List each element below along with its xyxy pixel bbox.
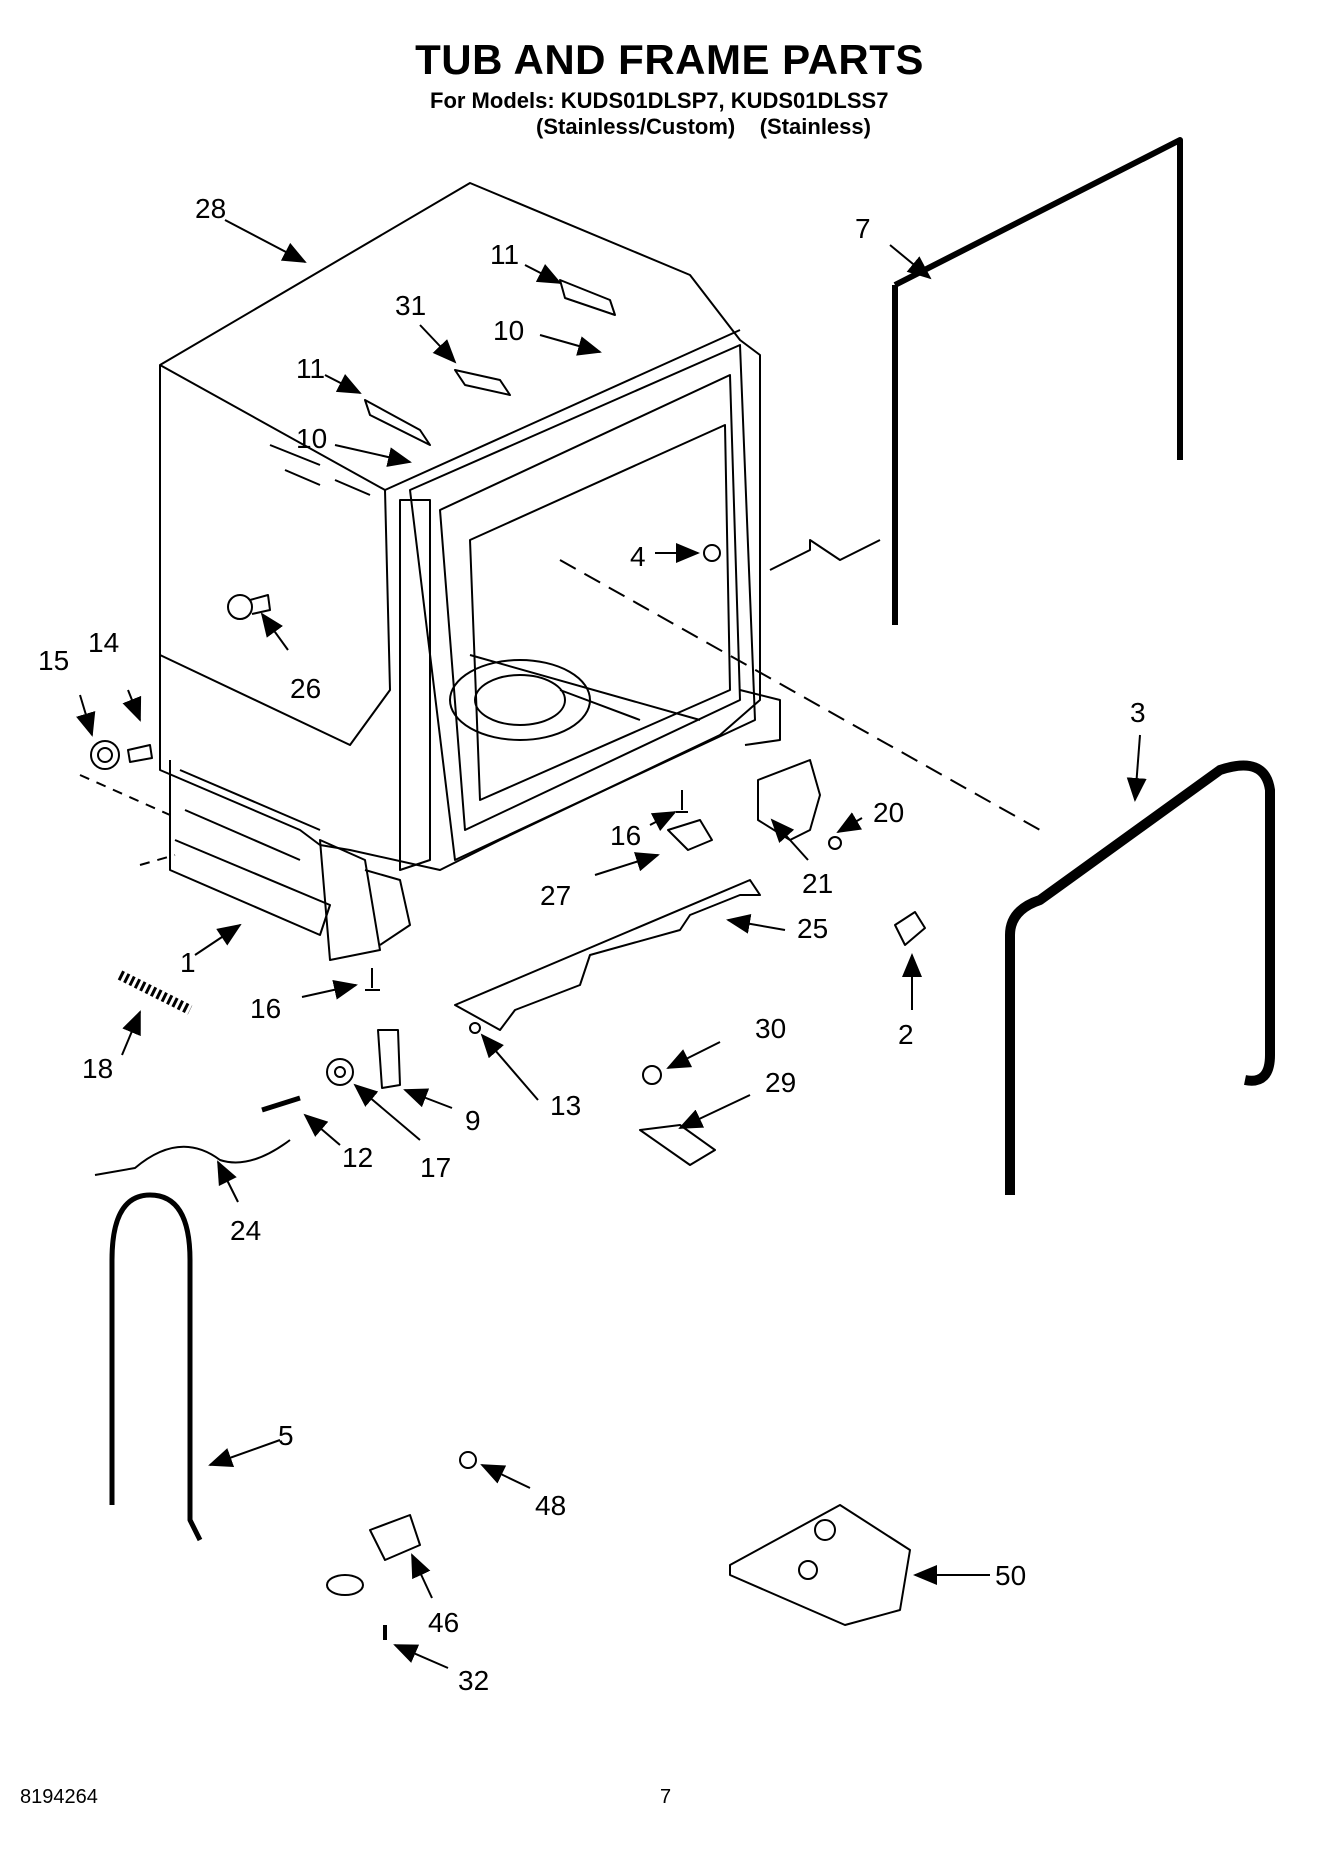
callout-27: 27 bbox=[540, 880, 571, 911]
callout-30: 30 bbox=[755, 1013, 786, 1044]
door-gasket-part-7 bbox=[769, 137, 1183, 625]
callout-10-left: 10 bbox=[296, 423, 327, 454]
callout-12: 12 bbox=[342, 1142, 373, 1173]
callout-16-upper: 16 bbox=[610, 820, 641, 851]
page-title: TUB AND FRAME PARTS bbox=[415, 36, 924, 83]
callout-21: 21 bbox=[802, 868, 833, 899]
tub-assembly bbox=[159, 182, 781, 961]
callout-48: 48 bbox=[535, 1490, 566, 1521]
document-number: 8194264 bbox=[20, 1786, 98, 1808]
callout-25: 25 bbox=[797, 913, 828, 944]
callout-28: 28 bbox=[195, 193, 226, 224]
callout-50: 50 bbox=[995, 1560, 1026, 1591]
callout-9: 9 bbox=[465, 1105, 481, 1136]
callout-10-top: 10 bbox=[493, 315, 524, 346]
tub-gasket-part-3 bbox=[1005, 760, 1275, 1195]
callout-32: 32 bbox=[458, 1665, 489, 1696]
callout-31: 31 bbox=[395, 290, 426, 321]
callout-46: 46 bbox=[428, 1607, 459, 1638]
callout-5: 5 bbox=[278, 1420, 294, 1451]
callout-16-lower: 16 bbox=[250, 993, 281, 1024]
callout-20: 20 bbox=[873, 797, 904, 828]
callout-18: 18 bbox=[82, 1053, 113, 1084]
callout-13: 13 bbox=[550, 1090, 581, 1121]
callout-11-left: 11 bbox=[296, 353, 325, 384]
callout-1: 1 bbox=[180, 947, 196, 978]
callout-26: 26 bbox=[290, 673, 321, 704]
model-variants: (Stainless/Custom) (Stainless) bbox=[536, 114, 871, 139]
callout-17: 17 bbox=[420, 1152, 451, 1183]
callout-14: 14 bbox=[88, 627, 119, 658]
callout-4: 4 bbox=[630, 541, 646, 572]
callout-labels: 28 11 31 10 11 10 7 4 26 15 14 3 16 20 2… bbox=[38, 193, 1146, 1696]
page-number: 7 bbox=[660, 1786, 672, 1808]
callout-3: 3 bbox=[1130, 697, 1146, 728]
model-list: For Models: KUDS01DLSP7, KUDS01DLSS7 bbox=[430, 88, 889, 113]
callout-7: 7 bbox=[855, 213, 871, 244]
callout-2: 2 bbox=[898, 1019, 914, 1050]
callout-29: 29 bbox=[765, 1067, 796, 1098]
callout-24: 24 bbox=[230, 1215, 261, 1246]
callout-11-top: 11 bbox=[490, 239, 519, 270]
callout-15: 15 bbox=[38, 645, 69, 676]
